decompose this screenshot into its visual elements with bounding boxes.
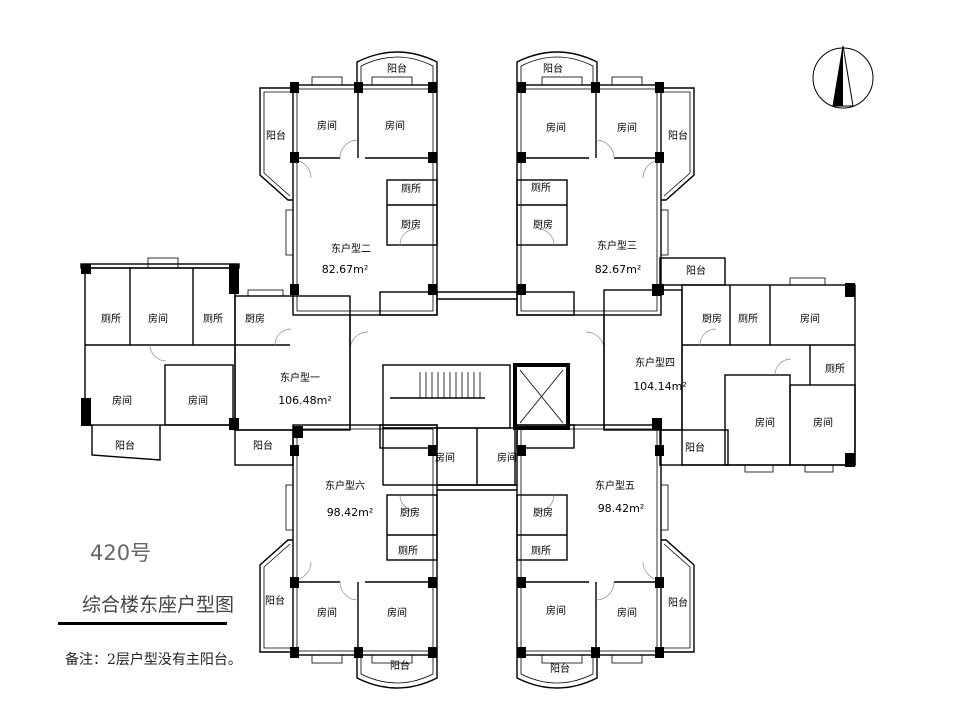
room-label: 厕所: [101, 313, 121, 325]
room-label: 房间: [617, 121, 637, 134]
room-label: 阳台: [265, 594, 285, 607]
room-label: 房间: [385, 119, 405, 132]
room-label: 阳台: [685, 441, 705, 454]
room-label: 厕所: [401, 183, 421, 195]
room-label: 阳台: [668, 129, 688, 142]
room-label: 房间: [755, 416, 775, 429]
room-label: 阳台: [387, 62, 407, 75]
room-label: 阳台: [686, 264, 706, 277]
room-label: 厕所: [531, 182, 551, 194]
unit-area: 98.42m²: [327, 506, 374, 519]
unit-name: 东户型一: [280, 371, 320, 384]
room-label: 厨房: [401, 218, 421, 231]
room-label: 房间: [317, 119, 337, 132]
room-label: 房间: [317, 606, 337, 619]
room-label: 房间: [387, 606, 407, 619]
room-label: 房间: [813, 416, 833, 429]
unit-4-walls: [603, 257, 856, 473]
room-label: 厕所: [531, 545, 551, 557]
room-label: 房间: [497, 451, 517, 464]
room-label: 阳台: [115, 439, 135, 452]
room-label: 厕所: [203, 313, 223, 325]
room-label: 房间: [188, 394, 208, 407]
unit-area: 82.67m²: [322, 263, 369, 276]
unit-area: 82.67m²: [595, 263, 642, 276]
title-underline: [58, 622, 227, 625]
room-label: 房间: [112, 394, 132, 407]
drawing-note: 备注：2层户型没有主阳台。: [65, 651, 242, 668]
unit-name: 东户型三: [597, 239, 637, 252]
room-label: 房间: [546, 604, 566, 617]
drawing-title: 综合楼东座户型图: [82, 594, 234, 616]
elevator: [513, 363, 570, 430]
unit-area: 106.48m²: [278, 394, 332, 407]
north-arrow-icon: [812, 45, 874, 109]
room-label: 房间: [800, 312, 820, 325]
staircase: [419, 372, 481, 398]
room-label: 厕所: [398, 545, 418, 557]
building-number: 420号: [90, 541, 151, 565]
room-label: 阳台: [390, 659, 410, 672]
room-label: 房间: [435, 451, 455, 464]
unit-name: 东户型二: [331, 242, 371, 255]
unit-area: 104.14m²: [633, 380, 687, 393]
room-label: 阳台: [266, 129, 286, 142]
core-walls: [349, 291, 605, 491]
room-label: 阳台: [543, 62, 563, 75]
room-label: 厕所: [738, 313, 758, 325]
unit-1-walls: [80, 257, 351, 466]
room-label: 阳台: [668, 596, 688, 609]
room-label: 厨房: [533, 506, 553, 519]
room-label: 阳台: [550, 662, 570, 675]
room-label: 房间: [617, 606, 637, 619]
room-label: 厕所: [825, 363, 845, 375]
room-label: 阳台: [253, 439, 273, 452]
room-label: 房间: [148, 312, 168, 325]
room-label: 厨房: [702, 312, 722, 325]
room-label: 房间: [546, 121, 566, 134]
unit-name: 东户型四: [635, 356, 675, 369]
unit-name: 东户型五: [595, 479, 635, 492]
room-label: 厨房: [533, 218, 553, 231]
unit-area: 98.42m²: [598, 502, 645, 515]
unit-name: 东户型六: [325, 479, 365, 492]
room-label: 厨房: [245, 312, 265, 325]
room-label: 厨房: [400, 506, 420, 519]
